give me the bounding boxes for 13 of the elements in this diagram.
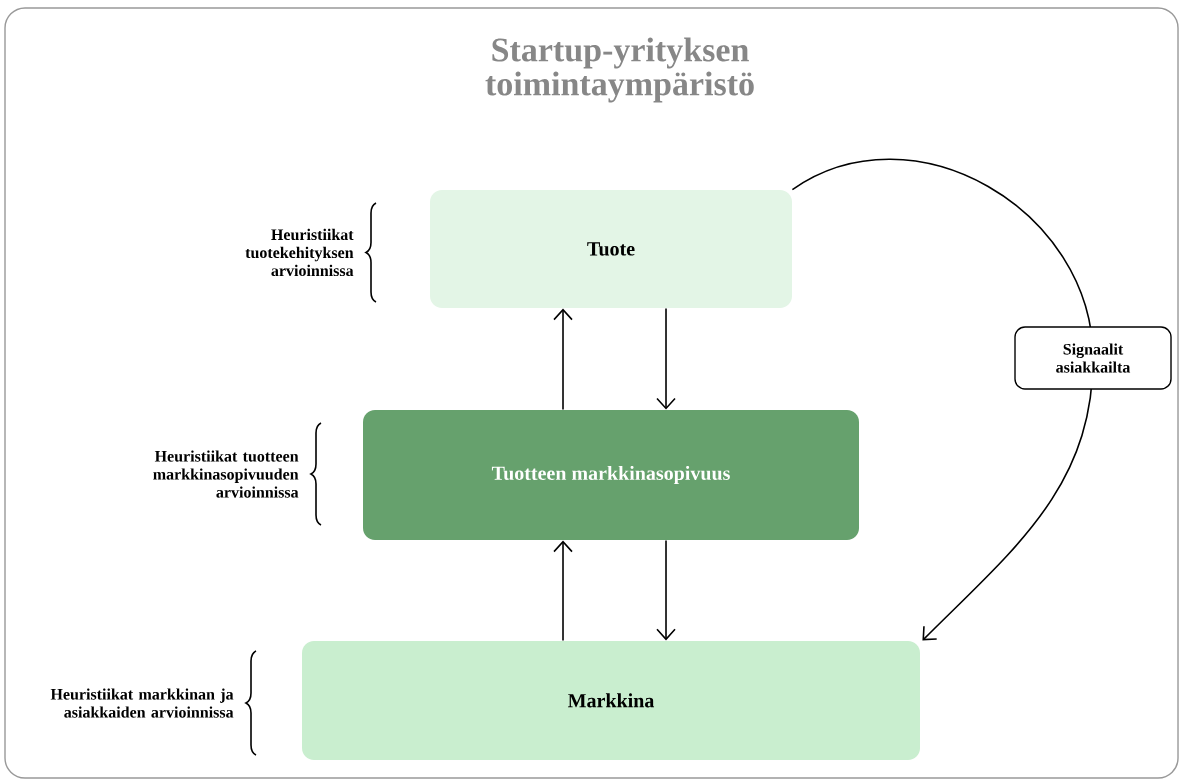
title: Startup-yrityksen toimintaympäristö	[485, 37, 754, 103]
curved-arrow	[791, 158, 1094, 641]
process-box: Markkina	[302, 640, 920, 760]
process-box: Tuotteen markkinasopivuus	[363, 410, 859, 540]
annotation-text: Heuristiikat tuotekehityksen arvioinnissa	[245, 228, 354, 277]
arrow	[656, 307, 676, 410]
arrow	[656, 539, 676, 641]
arrow	[553, 540, 573, 642]
annotation-text: Heuristiikat markkinan ja asiakkaiden arvioinnissa	[50, 688, 234, 718]
arrow	[553, 308, 573, 411]
edge-label: Signaalit asiakkailta	[1014, 326, 1172, 390]
annotation-text: Heuristiikat tuotteen markkinasopivuuden arvioinnissa	[153, 450, 299, 498]
process-box: Tuote	[430, 190, 792, 308]
